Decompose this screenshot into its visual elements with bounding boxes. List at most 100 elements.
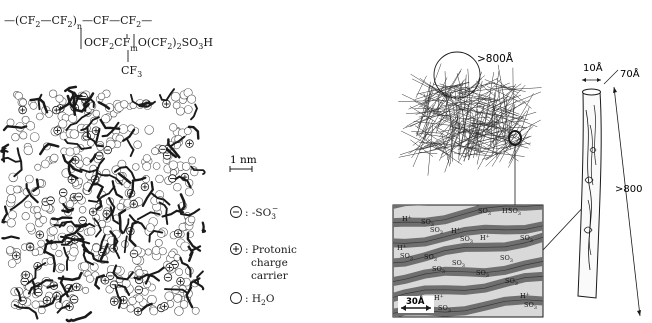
water-molecule-circle bbox=[151, 148, 158, 155]
formula-sub: 3 bbox=[137, 70, 142, 79]
water-molecule-circle bbox=[174, 294, 182, 302]
water-molecule-circle bbox=[59, 196, 66, 203]
water-molecule-circle bbox=[66, 148, 74, 156]
water-molecule-circle bbox=[127, 305, 134, 312]
legend-protonic-line3: carrier bbox=[251, 270, 289, 282]
water-molecule-circle bbox=[169, 161, 178, 170]
water-molecule-circle bbox=[169, 124, 177, 132]
water-molecule-circle bbox=[59, 120, 67, 128]
sulfonate-marker bbox=[47, 197, 55, 205]
inset-fibril-edge bbox=[385, 182, 545, 208]
formula-h: H bbox=[203, 36, 213, 49]
polymer-chain bbox=[119, 210, 125, 233]
water-molecule-circle bbox=[189, 157, 196, 164]
protonic-carrier-marker bbox=[73, 283, 81, 291]
formula-cf2-open: —(CF bbox=[4, 14, 36, 27]
formula-cf: CF bbox=[114, 36, 130, 49]
water-molecule-circle bbox=[36, 113, 43, 120]
bundle-fibril-strand bbox=[498, 65, 506, 112]
water-molecule-circle bbox=[184, 106, 192, 114]
water-molecule-circle bbox=[145, 125, 154, 134]
fibril-width-label: 10Å bbox=[583, 61, 603, 74]
bundle-fibril-strand bbox=[419, 152, 437, 154]
sulfonate-marker bbox=[164, 274, 172, 282]
water-molecule-circle bbox=[146, 224, 154, 232]
water-molecule-circle bbox=[41, 160, 49, 168]
legend-sulfonate-label: : -SO3− bbox=[245, 204, 278, 221]
bundle-size-label: >800Å bbox=[477, 52, 514, 65]
polymer-chain bbox=[52, 218, 71, 220]
protonic-carrier-marker bbox=[22, 271, 30, 279]
water-molecule-circle bbox=[20, 132, 27, 139]
polymer-chain bbox=[127, 139, 134, 156]
formula-ocf2-tail: O(CF bbox=[138, 36, 168, 49]
water-molecule-circle bbox=[83, 158, 91, 166]
water-molecule-circle bbox=[173, 102, 180, 109]
water-molecule-circle bbox=[7, 194, 16, 203]
protonic-carrier-marker bbox=[134, 308, 142, 316]
legend-protonic-line1: : Protonic bbox=[245, 244, 297, 256]
polymer-chain bbox=[191, 105, 197, 120]
sulfonate-marker bbox=[130, 250, 138, 258]
fibril-length-label: >800 bbox=[615, 184, 642, 195]
water-molecule-circle bbox=[58, 264, 64, 270]
sulfonate-marker bbox=[159, 146, 167, 154]
bundle-fibril-strand bbox=[412, 79, 452, 99]
water-molecule-circle bbox=[153, 163, 160, 170]
protonic-carrier-marker bbox=[163, 100, 171, 108]
formula-so3: SO bbox=[182, 36, 199, 49]
water-molecule-circle bbox=[188, 216, 195, 223]
water-molecule-circle bbox=[86, 275, 93, 282]
sulfonate-marker bbox=[59, 189, 67, 197]
water-molecule-circle bbox=[49, 227, 57, 235]
legend-item-water: : H2O bbox=[231, 293, 275, 308]
polymer-chain bbox=[67, 312, 91, 321]
legend-item-protonic-carrier: : Protonic charge carrier bbox=[231, 244, 297, 283]
sulfonate-marker bbox=[75, 193, 83, 201]
fibril-inset: SO3H+SO3H+SO3H+SO3SO3H+SO3H+SO3SO3SO3SO3… bbox=[385, 182, 545, 317]
water-molecule-circle bbox=[171, 92, 180, 101]
water-molecule-circle bbox=[98, 93, 105, 100]
water-molecule-circle bbox=[145, 249, 151, 255]
formula-cf2-dash: —CF bbox=[40, 14, 67, 27]
water-molecule-circle bbox=[8, 211, 16, 219]
fibril-bundle bbox=[398, 64, 541, 176]
water-molecule-circle bbox=[8, 260, 16, 268]
formula-end-dash: — bbox=[141, 14, 152, 27]
water-molecule-circle bbox=[79, 206, 86, 213]
formula-line1: —(CF2—CF2)n—CF—CF2— bbox=[4, 14, 152, 31]
water-molecule-circle bbox=[121, 101, 129, 109]
water-molecule-circle bbox=[12, 133, 20, 141]
polymer-chain bbox=[39, 95, 42, 109]
water-molecule-circle bbox=[14, 186, 21, 193]
bundle-fibril-strand bbox=[411, 74, 455, 102]
water-molecule-circle bbox=[24, 146, 33, 155]
protonic-carrier-marker bbox=[161, 303, 169, 311]
water-molecule-circle bbox=[6, 247, 13, 254]
water-molecule-circle bbox=[7, 119, 14, 126]
legend-protonic-line2: charge bbox=[251, 257, 288, 269]
chemical-formula: —(CF2—CF2)n—CF—CF2— OCF2CFmO(CF2)2SO3H C… bbox=[4, 14, 213, 79]
protonic-carrier-marker bbox=[101, 277, 109, 285]
open-circle-icon bbox=[231, 293, 242, 304]
protonic-carrier-marker bbox=[12, 252, 20, 260]
legend-water-label: : H2O bbox=[245, 293, 275, 307]
sulfonate-marker bbox=[104, 146, 112, 154]
formula-line3: CF3 bbox=[121, 64, 142, 79]
water-molecule-circle bbox=[67, 201, 74, 208]
water-molecule-circle bbox=[184, 128, 191, 135]
formula-ocf2: OCF bbox=[84, 36, 109, 49]
water-molecule-circle bbox=[30, 102, 37, 109]
water-molecule-circle bbox=[49, 90, 57, 98]
water-molecule-circle bbox=[165, 292, 174, 301]
inset-scale-label: 30Å bbox=[406, 296, 425, 307]
bundle-fibril-strand bbox=[491, 92, 541, 112]
water-molecule-circle bbox=[136, 295, 144, 303]
protonic-carrier-marker bbox=[166, 264, 174, 272]
sulfonate-marker bbox=[135, 286, 143, 294]
water-molecule-circle bbox=[132, 164, 139, 171]
water-molecule-circle bbox=[159, 248, 166, 255]
water-molecule-circle bbox=[35, 164, 41, 170]
water-molecule-circle bbox=[156, 175, 164, 183]
